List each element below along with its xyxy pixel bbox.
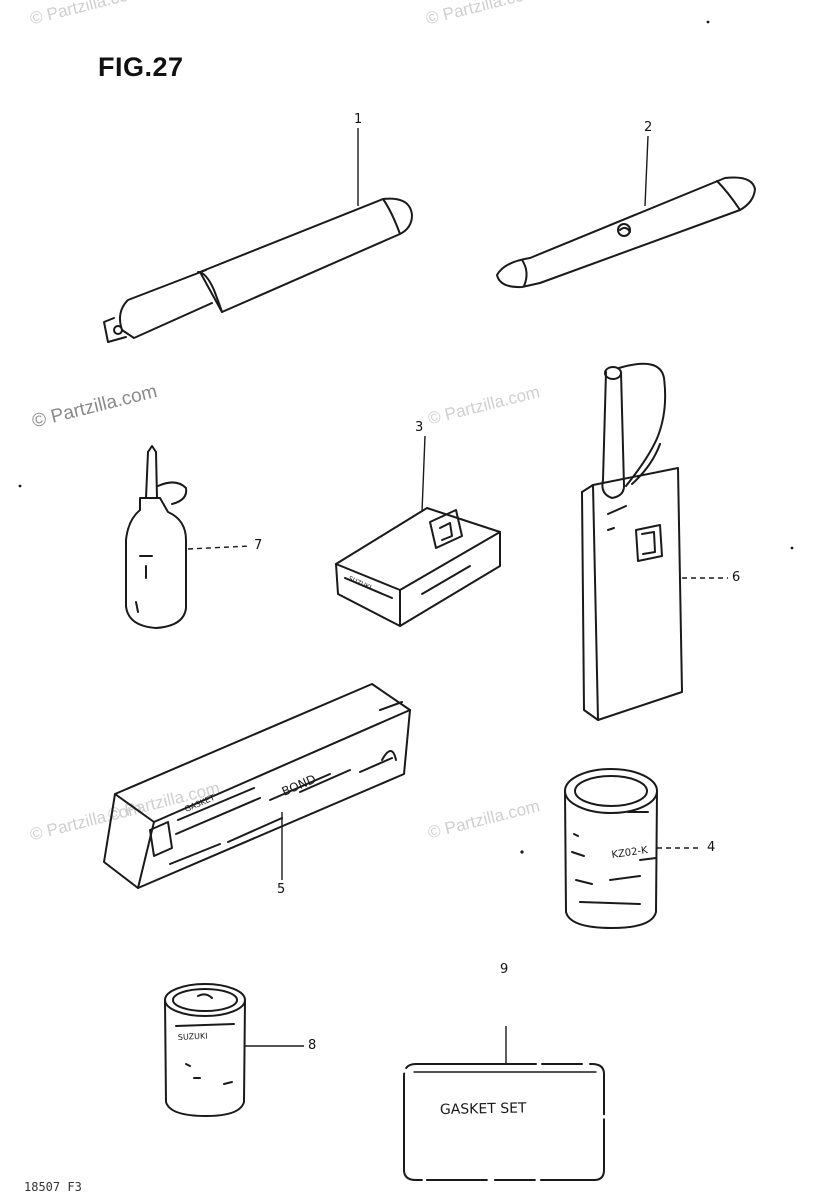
callout-2: 2 [644,120,653,135]
part-4-large-can [564,768,658,929]
figure-code: 18507 F3 [24,1180,82,1194]
callout-4: 4 [707,840,716,855]
leader-lines [187,128,728,1064]
part-7-oil-bottle [125,445,188,629]
part-5-gasket-bond-box [103,683,411,889]
callout-3: 3 [415,420,424,435]
part-1-tire-pump [103,197,413,343]
callout-8: 8 [308,1038,317,1053]
part-labels: GASKET SET SUZUKI GASKET BOND SUZUKI KZ0… [178,575,649,1118]
part-2-tool-roll [496,176,756,289]
callout-7: 7 [254,538,263,553]
part-3-box [335,507,501,627]
large-can-code: KZ02-K [611,845,649,861]
small-can-brand: SUZUKI [178,1031,208,1042]
figure-title: FIG.27 [98,52,184,82]
leader-2 [644,135,649,207]
callout-9: 9 [500,962,509,977]
leader-3 [421,435,426,513]
gasket-set-label: GASKET SET [440,1100,527,1118]
callout-5: 5 [277,882,286,897]
callout-6: 6 [732,570,741,585]
part-8-small-can [164,983,246,1117]
scan-specks [18,20,794,854]
leader-7 [187,545,251,550]
gasket-tube-text-2: BOND [280,772,318,799]
part-6-oil-can [581,362,683,721]
callout-1: 1 [354,112,363,127]
part-9-gasket-set [403,1063,605,1181]
